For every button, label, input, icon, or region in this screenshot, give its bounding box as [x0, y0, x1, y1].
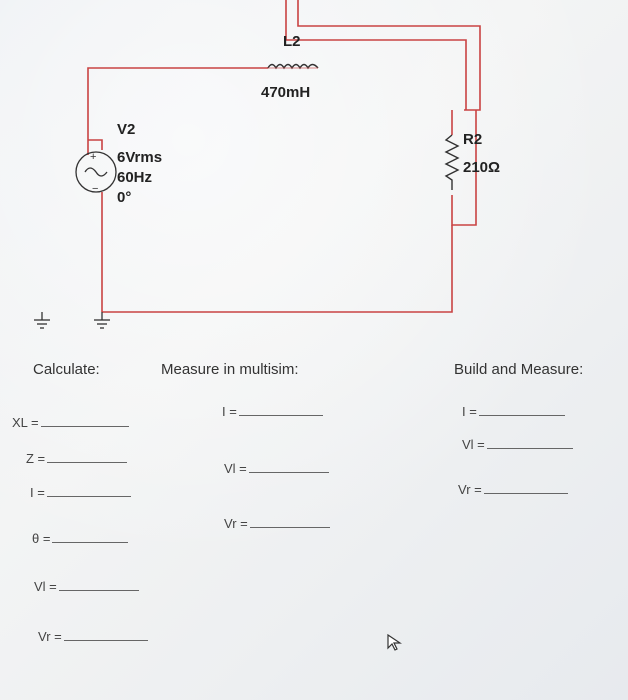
calc-label-z: Z =: [26, 451, 46, 466]
calc-label-vl: Vl =: [34, 579, 57, 594]
calculate-heading: Calculate:: [33, 361, 100, 378]
circuit-schematic: + −: [34, 0, 481, 329]
calc-blank-theta[interactable]: [52, 530, 129, 543]
measure-label-i: I =: [222, 404, 237, 419]
svg-text:+: +: [90, 151, 96, 163]
wire-bottom: [102, 225, 453, 313]
resistor-value: 210Ω: [463, 159, 501, 176]
measure-blank-vr[interactable]: [249, 515, 330, 528]
measure-label-vr: Vr =: [224, 516, 248, 531]
mouse-cursor-icon: [387, 633, 402, 651]
wire-resistor-bottom: [451, 110, 477, 226]
calc-blank-vl[interactable]: [58, 578, 139, 591]
build-label-i: I =: [462, 404, 477, 419]
build-blank-i[interactable]: [478, 403, 565, 416]
wire-return-inner: [285, 0, 467, 110]
build-label-vr: Vr =: [458, 482, 482, 497]
source-phase: 0°: [117, 189, 132, 206]
calc-label-vr: Vr =: [38, 629, 62, 644]
source-voltage: 6Vrms: [117, 149, 163, 166]
wire-source-top: [88, 139, 103, 150]
calc-blank-i[interactable]: [46, 484, 131, 497]
build-row-i: I =: [462, 403, 565, 419]
source-frequency: 60Hz: [117, 169, 153, 186]
calc-label-i: I =: [30, 485, 45, 500]
calc-blank-vr[interactable]: [63, 628, 148, 641]
ground-icon-right: [94, 312, 110, 329]
calc-row-z: Z =: [26, 450, 128, 466]
calc-row-xl: XL =: [12, 414, 129, 430]
wire-return-outer: [297, 0, 481, 111]
wire-top-left: [87, 67, 268, 155]
resistor-zigzag: [444, 134, 460, 190]
build-heading: Build and Measure:: [454, 361, 584, 378]
svg-text:−: −: [92, 183, 98, 195]
calc-label-xl: XL =: [12, 415, 39, 430]
calc-row-vl: Vl =: [34, 578, 139, 594]
inductor-name: L2: [283, 33, 301, 50]
measure-heading: Measure in multisim:: [161, 361, 299, 378]
build-blank-vl[interactable]: [486, 436, 573, 449]
inductor-value: 470mH: [261, 84, 311, 101]
resistor-name: R2: [463, 131, 483, 148]
measure-row-i: I =: [222, 403, 323, 419]
measure-label-vl: Vl =: [224, 461, 247, 476]
measure-row-vl: Vl =: [224, 460, 329, 476]
measure-blank-vl[interactable]: [248, 460, 329, 473]
ground-icon-left: [34, 312, 50, 329]
calc-label-theta: θ =: [32, 531, 51, 546]
calc-row-theta: θ =: [32, 530, 129, 546]
measure-blank-i[interactable]: [238, 403, 323, 416]
ac-source-icon: [75, 151, 117, 193]
calc-blank-z[interactable]: [47, 450, 128, 463]
build-blank-vr[interactable]: [483, 481, 568, 494]
calc-blank-xl[interactable]: [40, 414, 129, 427]
build-row-vr: Vr =: [458, 481, 568, 497]
measure-row-vr: Vr =: [224, 515, 330, 531]
calc-row-vr: Vr =: [38, 628, 148, 644]
source-name: V2: [117, 121, 136, 138]
calc-row-i: I =: [30, 484, 131, 500]
build-row-vl: Vl =: [462, 436, 573, 452]
build-label-vl: Vl =: [462, 437, 485, 452]
